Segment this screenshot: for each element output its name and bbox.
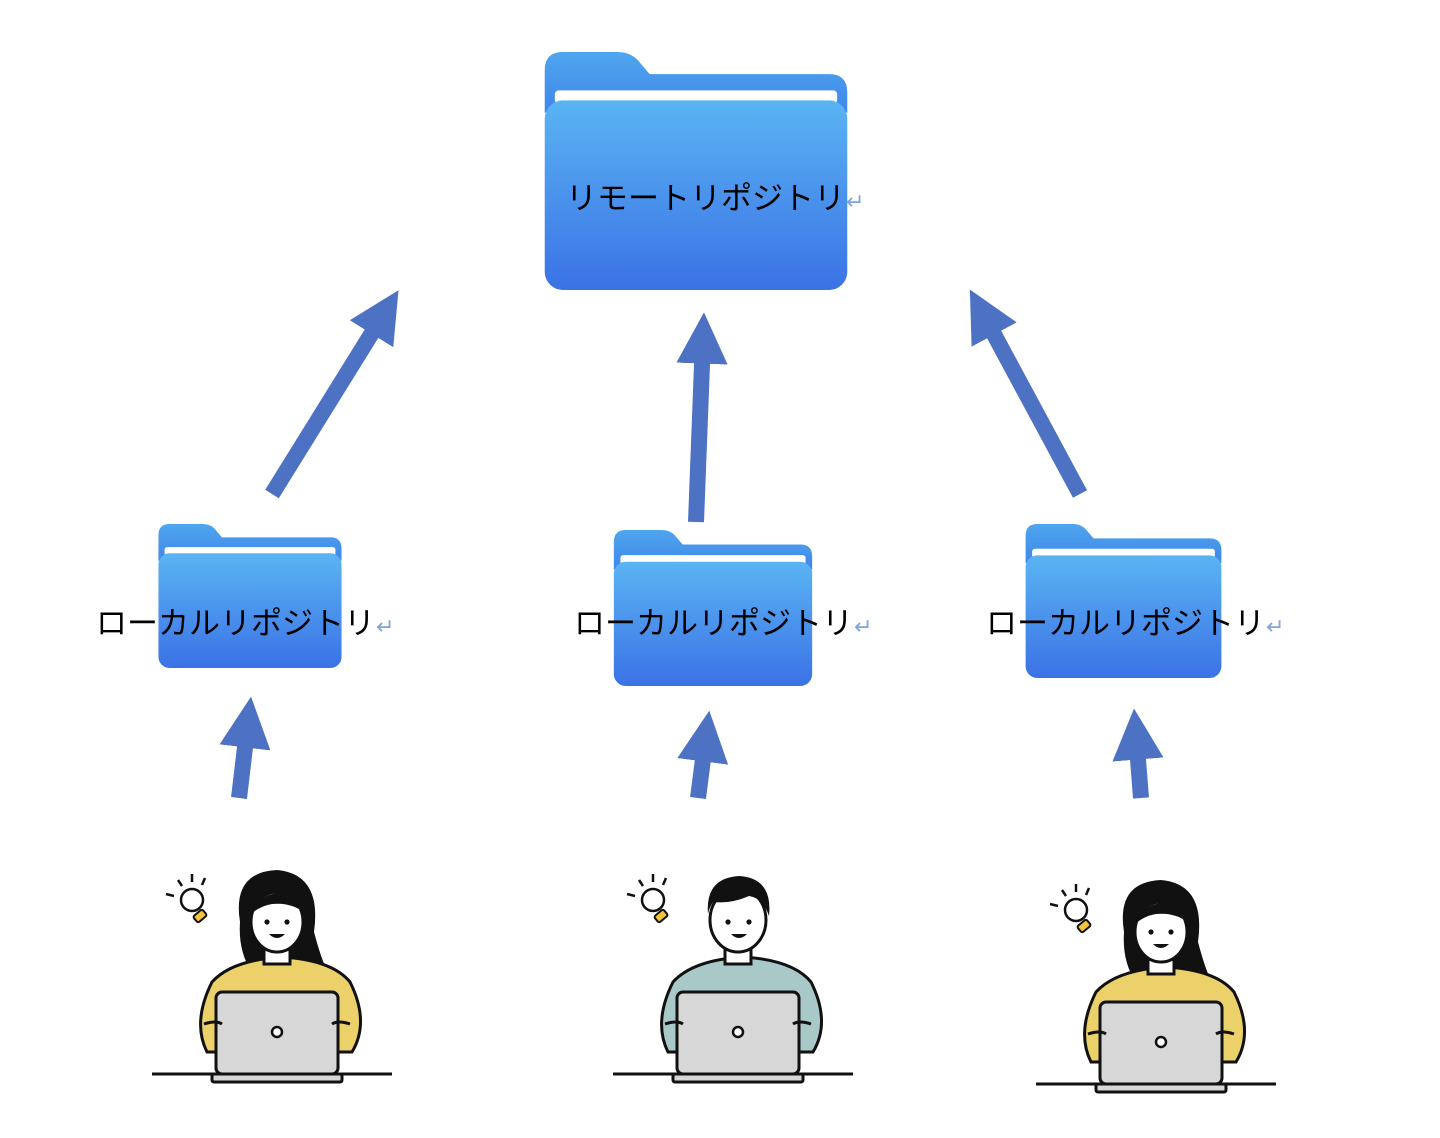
arrow-local1-to-remote: [265, 290, 399, 499]
local-folder-1-icon: [158, 524, 342, 668]
local-repository-label-3: ローカルリポジトリ↵: [986, 609, 1284, 640]
remote-folder-icon: [544, 52, 848, 290]
developer-3-illustration: [1036, 878, 1276, 1094]
developer-2-illustration: [613, 872, 853, 1084]
local-folder-3-icon: [1025, 524, 1222, 678]
return-mark: ↵: [1266, 615, 1285, 640]
local-repository-label-2: ローカルリポジトリ↵: [574, 609, 872, 640]
arrow-dev2-to-local2: [677, 710, 729, 800]
arrow-local3-to-remote: [969, 289, 1088, 498]
return-mark: ↵: [376, 615, 395, 640]
local-repository-text: ローカルリポジトリ: [986, 606, 1265, 642]
return-mark: ↵: [854, 615, 873, 640]
arrow-dev3-to-local3: [1112, 708, 1164, 799]
local-repository-text: ローカルリポジトリ: [96, 606, 375, 642]
local-repository-label-1: ローカルリポジトリ↵: [96, 609, 394, 640]
arrow-local2-to-remote: [676, 312, 728, 523]
remote-repository-label: リモートリポジトリ↵: [566, 184, 864, 215]
return-mark: ↵: [846, 190, 865, 215]
developer-1-illustration: [152, 868, 392, 1084]
arrow-dev1-to-local1: [219, 696, 271, 799]
remote-repository-text: リモートリポジトリ: [566, 181, 845, 217]
local-repository-text: ローカルリポジトリ: [574, 606, 853, 642]
